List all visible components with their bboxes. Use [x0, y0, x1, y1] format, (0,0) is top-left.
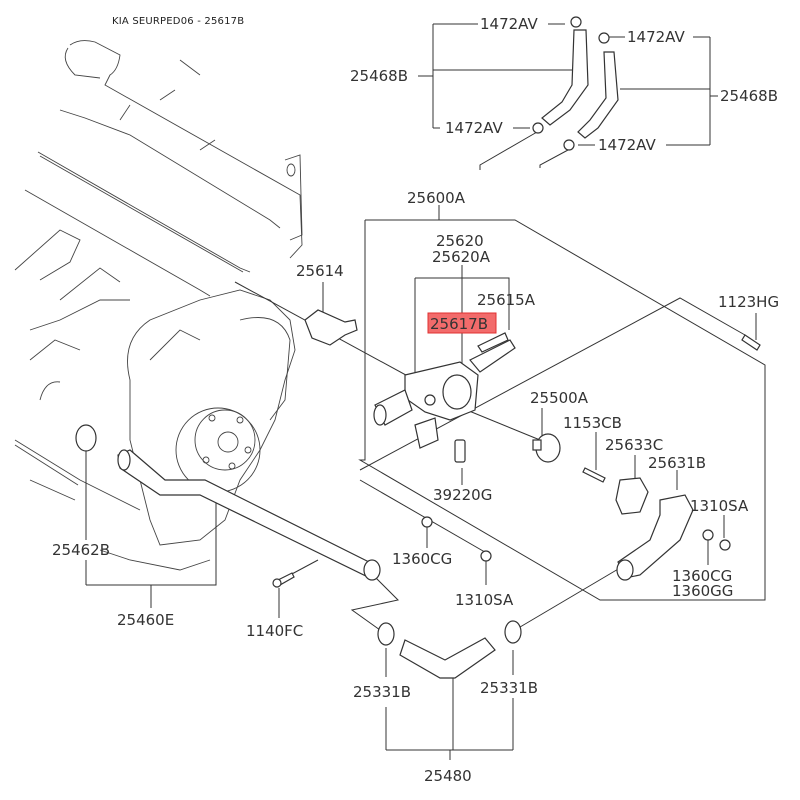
label-25468b[interactable]: 25468B: [720, 87, 778, 105]
engine-block-illustration: [14, 40, 303, 571]
label-1472av[interactable]: 1472AV: [627, 28, 685, 46]
clamp-1472av: [570, 16, 582, 28]
label-1472av[interactable]: 1472AV: [598, 136, 656, 154]
washer-1360cg: [421, 516, 433, 528]
highlight-box: [427, 312, 497, 334]
parts-illustrations: [75, 16, 761, 679]
label-25331b[interactable]: 25331B: [480, 679, 538, 697]
clamp-25331b: [377, 622, 395, 646]
hose-25480: [399, 637, 496, 679]
pipe-25460e: [117, 449, 376, 579]
sensor-39220g: [454, 439, 466, 463]
pipe-25617b: [469, 339, 516, 373]
label-25617b-highlighted[interactable]: 25617B: [430, 315, 488, 333]
hose-25468b-right: [577, 51, 619, 139]
gasket-25633c: [615, 477, 649, 515]
label-25620a[interactable]: 25620A: [432, 248, 491, 266]
bolt-1123hg: [741, 334, 761, 351]
seal-25462b: [75, 424, 97, 452]
label-1140fc[interactable]: 1140FC: [246, 622, 303, 640]
label-1360gg[interactable]: 1360GG: [672, 582, 733, 600]
label-25331b[interactable]: 25331B: [353, 683, 411, 701]
label-1472av[interactable]: 1472AV: [480, 15, 538, 33]
nut-1310sa: [480, 550, 492, 562]
label-1153cb[interactable]: 1153CB: [563, 414, 622, 432]
label-25460e[interactable]: 25460E: [117, 611, 174, 629]
clamp-1472av: [532, 122, 544, 134]
label-25468b[interactable]: 25468B: [350, 67, 408, 85]
label-25500a[interactable]: 25500A: [530, 389, 589, 407]
nut-1310sa: [719, 539, 731, 551]
label-1472av[interactable]: 1472AV: [445, 119, 503, 137]
washer-1360cg: [702, 529, 714, 541]
clamp-1472av: [563, 139, 575, 151]
diagram-title: KIA SEURPED06 - 25617B: [112, 16, 245, 27]
hose-25468b-left: [541, 29, 589, 126]
gasket-25614: [304, 309, 358, 346]
clamp-1472av: [598, 32, 610, 44]
clamp-25331b: [504, 620, 522, 644]
label-25633c[interactable]: 25633C: [605, 436, 663, 454]
label-1310sa[interactable]: 1310SA: [690, 497, 749, 515]
fitting-25631b: [617, 494, 694, 579]
label-25462b[interactable]: 25462B: [52, 541, 110, 559]
label-1310sa[interactable]: 1310SA: [455, 591, 514, 609]
label-25631b[interactable]: 25631B: [648, 454, 706, 472]
part-labels: 1472AV 1472AV 25468B 25468B 1472AV 1472A…: [52, 15, 779, 785]
stud-1153cb: [582, 467, 606, 483]
label-1123hg[interactable]: 1123HG: [718, 293, 779, 311]
label-1360cg[interactable]: 1360CG: [392, 550, 452, 568]
label-25480[interactable]: 25480: [424, 767, 472, 785]
label-25615a[interactable]: 25615A: [477, 291, 536, 309]
label-25614[interactable]: 25614: [296, 262, 344, 280]
label-1360cg[interactable]: 1360CG: [672, 567, 732, 585]
label-25620[interactable]: 25620: [436, 232, 484, 250]
label-25600a[interactable]: 25600A: [407, 189, 466, 207]
label-39220g[interactable]: 39220G: [433, 486, 492, 504]
